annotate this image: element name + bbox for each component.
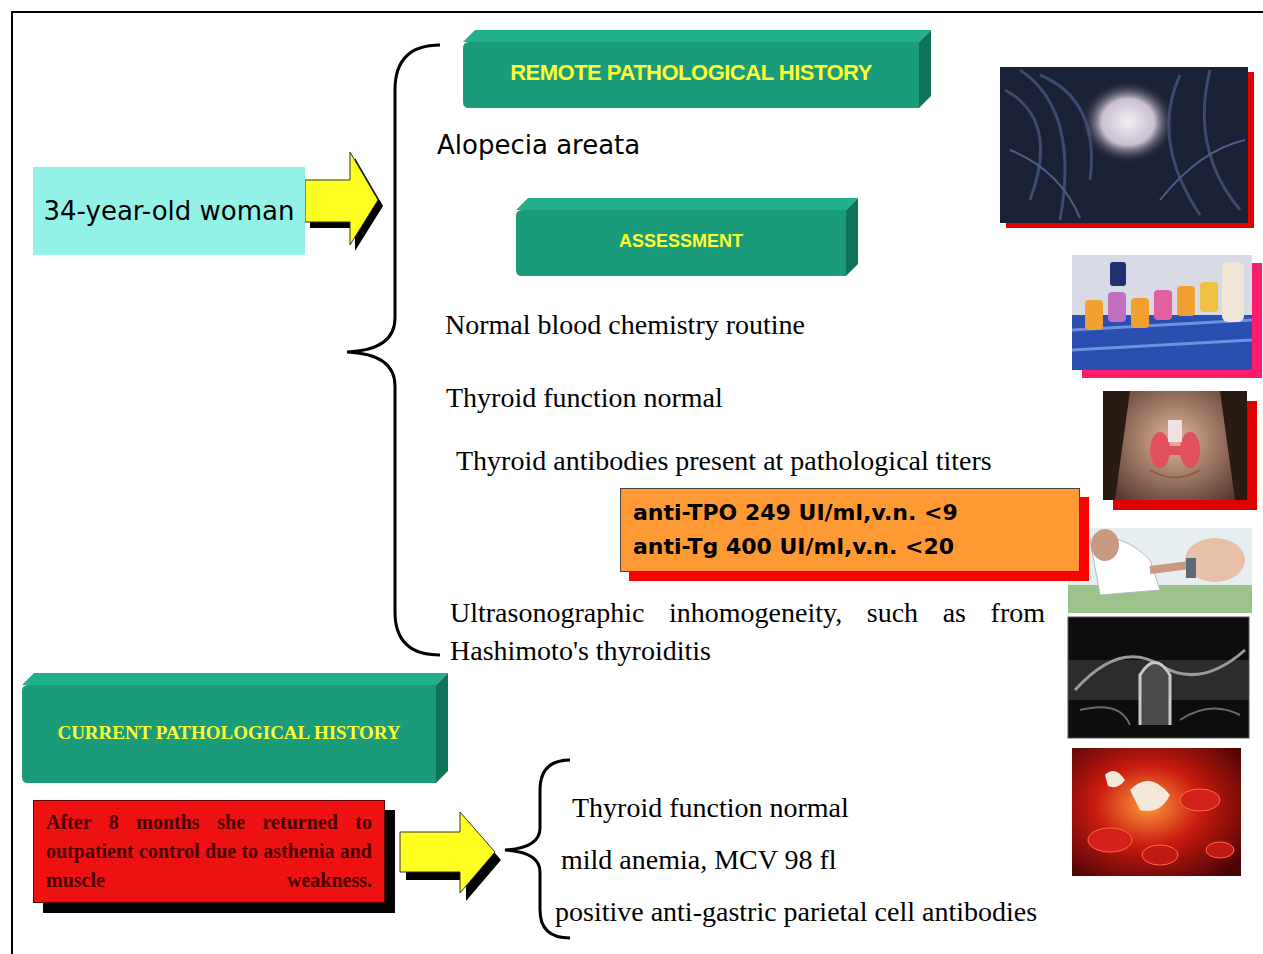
frame-line (12, 12, 1263, 954)
tab-front (22, 685, 436, 783)
section-title: REMOTE PATHOLOGICAL HISTORY (473, 59, 909, 87)
finding-item: positive anti-gastric parietal cell anti… (555, 895, 1195, 929)
antibody-box: anti-TPO 249 UI/ml,v.n. <9anti-Tg 400 UI… (620, 488, 1080, 572)
patient-box: 34-year-old woman (33, 167, 305, 255)
finding-item: Thyroid function normal (572, 791, 1052, 825)
antibody-value: anti-Tg 400 UI/ml,v.n. <20 (633, 530, 1069, 564)
patient-text: 34-year-old woman (43, 195, 295, 227)
curly-brace (347, 45, 440, 655)
section-title: ASSESSMENT (526, 229, 836, 253)
tab-top (22, 673, 448, 685)
symptom-box: After 8 months she returned to outpatien… (33, 800, 385, 903)
tab-side (436, 673, 448, 783)
assessment-item: Thyroid function normal (446, 381, 1046, 415)
block-arrow (400, 812, 495, 893)
assessment-item: Ultrasonographic inhomogeneity, such as … (450, 594, 1045, 670)
section-tab: REMOTE PATHOLOGICAL HISTORY (463, 30, 931, 108)
antibody-value: anti-TPO 249 UI/ml,v.n. <9 (633, 496, 1069, 530)
section-title: CURRENT PATHOLOGICAL HISTORY (32, 720, 426, 746)
tab-top (463, 30, 931, 42)
ultrasound-exam-photo (1068, 528, 1252, 613)
red-blood-cells-photo (1072, 748, 1241, 876)
tab-side (846, 198, 858, 276)
ultrasound-image (1068, 617, 1249, 738)
assessment-item: Normal blood chemistry routine (445, 308, 1045, 342)
symptom-text: After 8 months she returned to outpatien… (46, 808, 372, 895)
blood-tubes-photo (1072, 255, 1262, 378)
section-tab: CURRENT PATHOLOGICAL HISTORY (22, 673, 448, 783)
tab-front (463, 42, 919, 108)
finding-item: mild anemia, MCV 98 fl (561, 843, 1041, 877)
tab-side (919, 30, 931, 108)
neck-photo (1103, 391, 1257, 510)
section-tab: ASSESSMENT (516, 198, 858, 276)
block-arrow (305, 152, 378, 245)
tab-top (516, 198, 858, 210)
history-item: Alopecia areata (437, 130, 857, 161)
alopecia-photo (1000, 67, 1254, 228)
assessment-item: Thyroid antibodies present at pathologic… (456, 442, 1001, 480)
tab-front (516, 210, 846, 276)
